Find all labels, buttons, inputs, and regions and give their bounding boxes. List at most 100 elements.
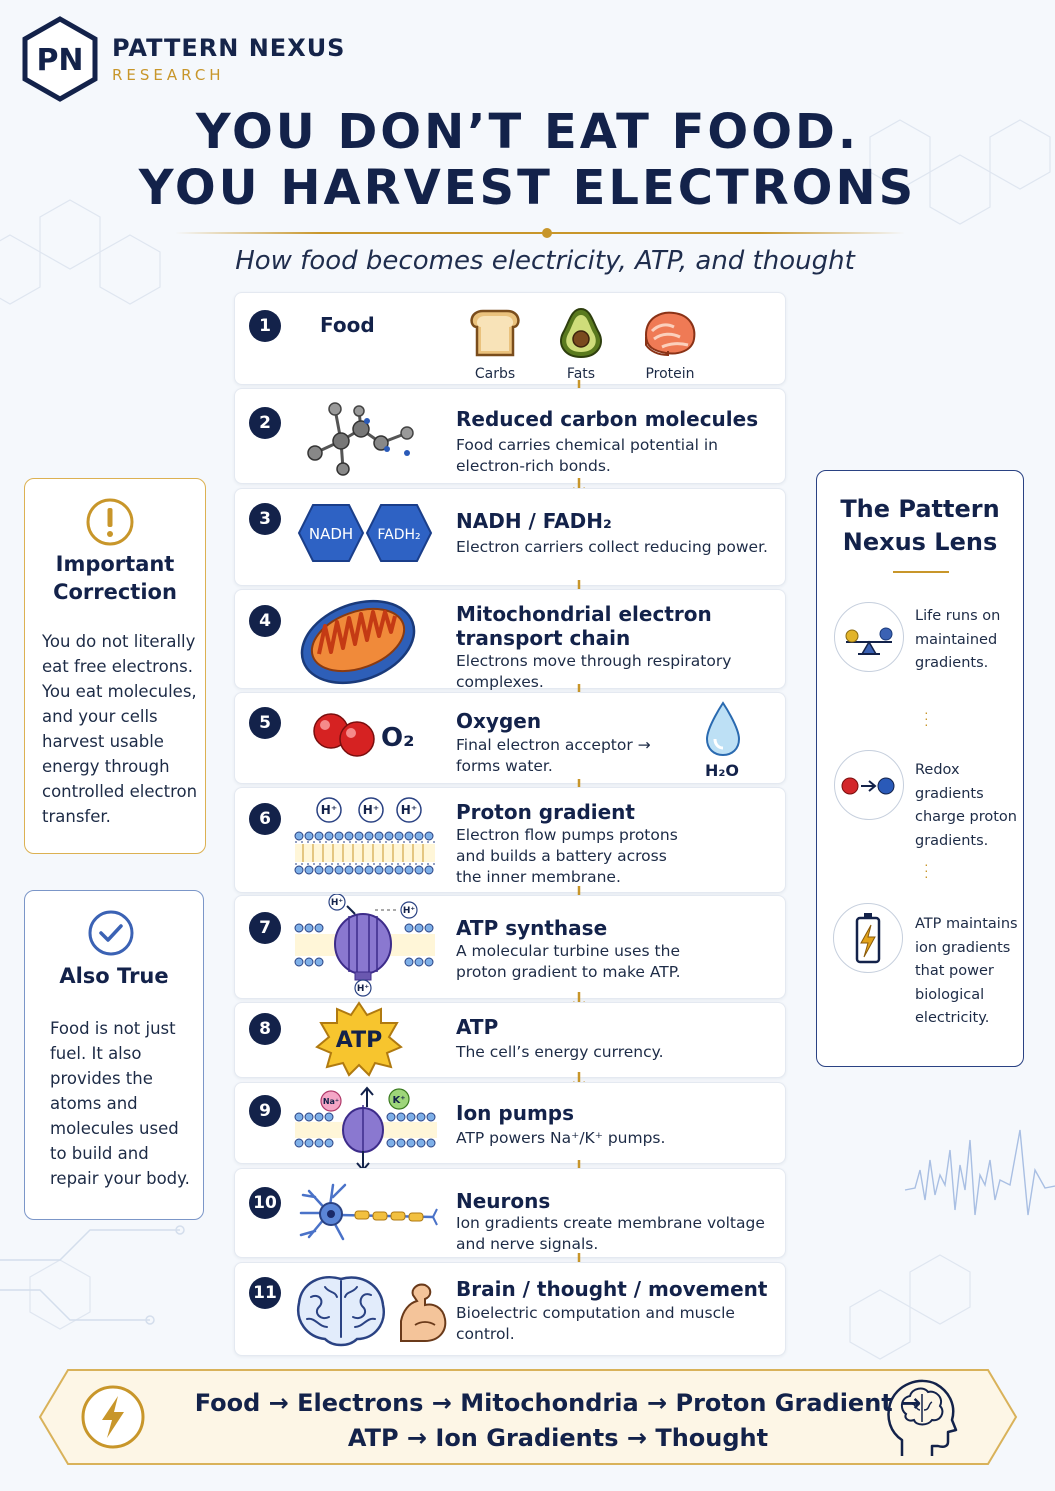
proton-label: H⁺ xyxy=(331,898,344,908)
page-title-line1: YOU DON’T EAT FOOD. xyxy=(195,104,860,160)
lens-item-icon-wrap xyxy=(834,602,904,672)
correction-line: You do not literally xyxy=(42,632,196,651)
food-caption: Fats xyxy=(566,366,596,382)
proton-label: H⁺ xyxy=(363,803,379,817)
summary-line2: ATP → Ion Gradients → Thought xyxy=(347,1424,769,1452)
step-title: Food xyxy=(320,313,375,337)
step-number: 7 xyxy=(249,912,281,944)
flexed-arm-icon xyxy=(400,1283,447,1342)
lens-item-icon-wrap xyxy=(834,750,904,820)
step-number: 2 xyxy=(249,407,281,439)
step-description: Electron carriers collect reducing power… xyxy=(456,538,768,556)
balance-scale-icon xyxy=(845,627,893,655)
exclamation-icon xyxy=(86,498,134,546)
also-true-line: molecules used xyxy=(50,1119,179,1138)
step-atp: 8 ATP ATP The cell’s energy currency. xyxy=(234,1001,786,1078)
step-description: The cell’s energy currency. xyxy=(456,1043,664,1061)
correction-line: energy through xyxy=(42,757,170,776)
nadh-badge: NADH xyxy=(309,525,353,543)
step-number: 4 xyxy=(249,605,281,637)
check-icon xyxy=(88,910,134,956)
page-subtitle: How food becomes electricity, ATP, and t… xyxy=(235,246,855,276)
step-ion-pumps: 9 Na⁺ K⁺ Ion pumps ATP powers Na⁺/K⁺ pum… xyxy=(234,1082,786,1171)
lens-title-line1: The Pattern xyxy=(840,495,1000,523)
proton-label: H⁺ xyxy=(403,906,416,916)
step-title-line2: transport chain xyxy=(456,626,631,650)
o2-label: O₂ xyxy=(381,723,415,753)
step-number: 5 xyxy=(249,707,281,739)
lens-line: ATP maintains xyxy=(915,916,1018,932)
potassium-label: K⁺ xyxy=(392,1095,405,1106)
also-true-line: atoms and xyxy=(50,1094,138,1113)
water-drop-icon xyxy=(705,701,741,757)
correction-line: harvest usable xyxy=(42,732,164,751)
lens-connector-dots: ··· xyxy=(924,856,929,884)
head-brain-icon xyxy=(887,1379,958,1456)
step-food: 1 Food Carbs Fats Protein xyxy=(234,292,786,385)
food-protein: Protein xyxy=(635,307,705,382)
step-number: 6 xyxy=(249,803,281,835)
h2o-label: H₂O xyxy=(705,761,739,780)
step-neurons: 10 Neurons Ion gradients create membrane… xyxy=(234,1168,786,1258)
lightning-bolt-icon xyxy=(81,1385,145,1449)
correction-line: transfer. xyxy=(42,807,111,826)
banner-frame xyxy=(38,1369,1018,1465)
step-description: Final electron acceptor → forms water. xyxy=(456,736,651,775)
step-description: Electrons move through respiratory compl… xyxy=(456,652,732,691)
food-carbs: Carbs xyxy=(460,307,530,382)
lens-item-text: Redox gradients charge proton gradients. xyxy=(915,759,1025,853)
step-oxygen: 5 O₂ Oxygen Final electron acceptor → fo… xyxy=(234,692,786,784)
step-number: 8 xyxy=(249,1013,281,1045)
step-title: NADH / FADH₂ xyxy=(456,509,612,533)
step-nadh: 3 NADH FADH₂ NADH / FADH₂ Electron carri… xyxy=(234,488,786,586)
food-fats: Fats xyxy=(546,307,616,382)
logo-mark: PN xyxy=(36,43,83,78)
step-reduced-carbon: 2 Reduced carbon molecules Food carries … xyxy=(234,388,786,484)
step-title: Reduced carbon molecules xyxy=(456,407,759,431)
lens-line: biological xyxy=(915,986,985,1003)
fadh2-badge: FADH₂ xyxy=(377,527,420,543)
lens-connector-dots: ··· xyxy=(924,704,929,732)
lens-line: Redox gradients xyxy=(915,762,984,802)
step-description: Electron flow pumps protons and builds a… xyxy=(456,826,678,886)
proton-label: H⁺ xyxy=(401,803,417,817)
step-number: 10 xyxy=(249,1187,281,1219)
also-true-line: fuel. It also xyxy=(50,1044,142,1063)
atp-burst-icon: ATP xyxy=(315,1001,403,1077)
brain-icon xyxy=(296,1276,386,1347)
step-title: Brain / thought / movement xyxy=(456,1277,768,1301)
oxygen-molecule-icon xyxy=(313,713,375,757)
lens-line: ion gradients xyxy=(915,939,1011,956)
also-true-text: Food is not just fuel. It also provides … xyxy=(50,1016,190,1191)
lens-item-text: Life runs on maintained gradients. xyxy=(915,605,1025,676)
battery-icon xyxy=(855,913,881,964)
step-description: Bioelectric computation and muscle contr… xyxy=(456,1304,735,1343)
lens-line: Life runs on xyxy=(915,608,1001,624)
step-description: A molecular turbine uses the proton grad… xyxy=(456,942,681,981)
step-title: Proton gradient xyxy=(456,800,635,824)
also-true-card: Also True Food is not just fuel. It also… xyxy=(24,890,204,1220)
salmon-steak-icon xyxy=(644,311,696,357)
step-number: 3 xyxy=(249,503,281,535)
step-brain-thought: 11 Brain / thought / movement Bioelectri… xyxy=(234,1262,786,1356)
lens-title-line2: Nexus Lens xyxy=(842,528,998,556)
proton-label: H⁺ xyxy=(321,803,337,817)
lens-item-text: ATP maintains ion gradients that power b… xyxy=(915,913,1025,1031)
step-atp-synthase: 7 H⁺ H⁺ H⁺ ATP synthase A molecular turb… xyxy=(234,894,786,999)
step-title-line1: Mitochondrial electron xyxy=(456,602,712,626)
lens-divider xyxy=(893,571,949,573)
membrane-protons-icon: H⁺ H⁺ H⁺ xyxy=(294,797,435,875)
step-description: ATP powers Na⁺/K⁺ pumps. xyxy=(456,1129,666,1147)
step-title: Ion pumps xyxy=(456,1101,574,1125)
food-caption: Protein xyxy=(645,366,695,382)
brand-sub: RESEARCH xyxy=(112,66,225,84)
brand-name: PATTERN NEXUS xyxy=(112,34,346,62)
correction-title-line2: Correction xyxy=(53,580,177,604)
summary-line1: Food → Electrons → Mitochondria → Proton… xyxy=(194,1389,922,1417)
title-divider-dot xyxy=(542,228,552,238)
neuron-icon xyxy=(299,1183,438,1241)
also-true-line: repair your body. xyxy=(50,1169,190,1188)
step-title: Neurons xyxy=(456,1189,551,1213)
atp-synthase-icon: H⁺ H⁺ H⁺ xyxy=(294,894,435,997)
lens-line: that power xyxy=(915,963,994,979)
